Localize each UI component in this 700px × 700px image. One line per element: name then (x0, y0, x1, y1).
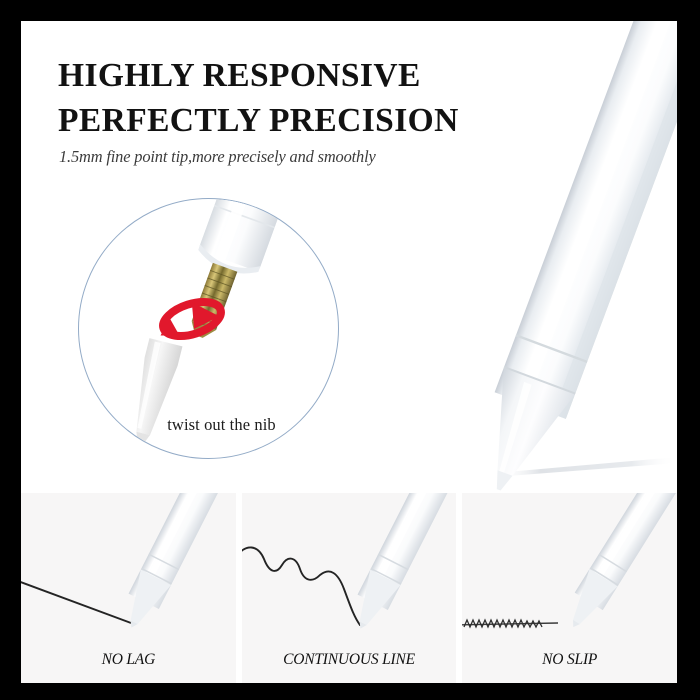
panel-label-no-slip: NO SLIP (542, 651, 598, 668)
nib-detail-illustration (136, 199, 300, 448)
no-slip-illustration (462, 493, 677, 629)
panel-stylus (573, 493, 677, 628)
callout-caption: twist out the nib (167, 415, 276, 434)
panel-label-no-lag: NO LAG (101, 651, 156, 668)
panel-stylus (128, 493, 236, 628)
hero-stylus-image (494, 21, 677, 491)
headline-line-1: HIGHLY RESPONSIVE (58, 57, 421, 94)
no-lag-illustration (21, 493, 236, 628)
product-poster: HIGHLY RESPONSIVE PERFECTLY PRECISION 1.… (21, 21, 677, 683)
panel-no-lag: NO LAG (21, 493, 236, 683)
headline-line-2: PERFECTLY PRECISION (58, 102, 459, 139)
panel-no-slip: NO SLIP (462, 493, 677, 683)
pen-body-upper (198, 199, 300, 274)
feature-panels: NO LAG (21, 493, 677, 683)
stylus-barrel (494, 21, 677, 491)
page-subtitle: 1.5mm fine point tip,more precisely and … (59, 147, 376, 166)
panel-stylus (357, 493, 457, 629)
panel-label-continuous-line: CONTINUOUS LINE (283, 651, 415, 668)
drawn-straight-line (21, 581, 132, 624)
hero-section: HIGHLY RESPONSIVE PERFECTLY PRECISION 1.… (21, 21, 677, 493)
panel-continuous-line: CONTINUOUS LINE (241, 493, 457, 683)
continuous-line-illustration (241, 493, 457, 629)
drawn-jitter-line (463, 618, 543, 629)
stylus-shadow (495, 457, 677, 477)
page-title: HIGHLY RESPONSIVE PERFECTLY PRECISION (58, 53, 488, 143)
rotation-arrow-icon (159, 297, 225, 341)
detached-nib (136, 338, 183, 448)
drawn-wavy-line (241, 546, 361, 626)
nib-detail-callout: twist out the nib (78, 198, 339, 459)
